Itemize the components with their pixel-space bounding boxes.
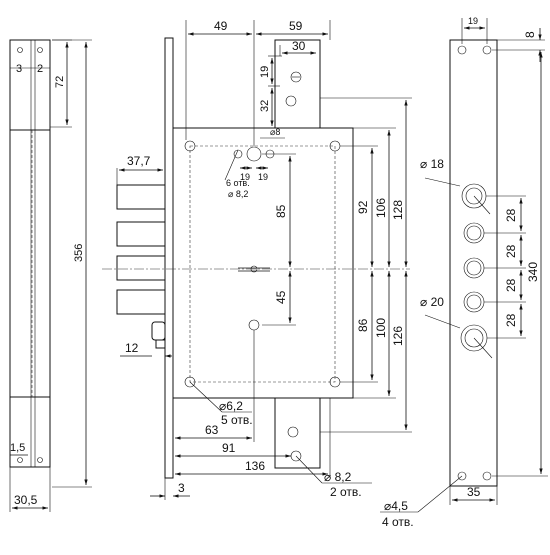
dim-28-2: 28 <box>504 244 518 258</box>
dim-45: 45 <box>274 290 288 304</box>
dim-100: 100 <box>374 318 388 338</box>
fixing-frame <box>189 145 336 383</box>
dim-19-strike: 19 <box>468 16 478 26</box>
dim-128: 128 <box>391 200 405 220</box>
dim-8-2-bottom: ⌀ 8,2 <box>324 470 352 484</box>
dim-4-holes: 4 отв. <box>382 515 414 529</box>
bolt-3 <box>116 255 166 281</box>
dim-5-holes: 5 отв. <box>221 413 253 427</box>
dim-2-holes: 2 отв. <box>330 485 362 499</box>
dim-19-a: 19 <box>240 172 250 182</box>
dim-28-3: 28 <box>504 278 518 292</box>
bolt-4 <box>116 289 166 315</box>
dim-91: 91 <box>222 441 236 455</box>
bottom-tab-hole-1 <box>287 426 299 438</box>
dim-37-7: 37,7 <box>127 154 151 168</box>
dim-8-2-hole: ⌀ 8,2 <box>228 189 248 199</box>
dim-72: 72 <box>54 76 66 88</box>
strike-plate <box>449 39 498 487</box>
dim-32: 32 <box>259 100 271 112</box>
dim-85: 85 <box>274 204 288 218</box>
dim-3-bottom: 3 <box>178 481 185 495</box>
corner-hole-tl <box>184 140 196 152</box>
dim-12: 12 <box>125 341 139 355</box>
side-top-hole-left <box>17 47 23 53</box>
lock-body-side <box>9 129 51 398</box>
dim-30: 30 <box>292 39 306 53</box>
side-view: 3 2 72 356 1,5 30,5 <box>9 39 92 512</box>
strike-plate-view: 19 8 ⌀ 18 ⌀ 20 28 28 28 28 340 <box>380 16 548 529</box>
dim-106: 106 <box>374 198 388 218</box>
dim-20: ⌀ 20 <box>420 295 444 309</box>
dim-92: 92 <box>356 200 370 214</box>
dim-126: 126 <box>391 326 405 346</box>
dim-35: 35 <box>467 485 481 499</box>
dim-86: 86 <box>356 318 370 332</box>
dim-3-side: 3 <box>16 63 22 75</box>
faceplate-front <box>164 37 174 479</box>
top-tab-hole-2 <box>285 95 297 107</box>
strike-hole-bl <box>457 471 467 481</box>
front-view: 49 59 30 19 32 ⌀8 19 19 6 отв. ⌀ 8,2 37,… <box>102 19 412 500</box>
latch-small <box>155 339 166 349</box>
bolt-1 <box>116 184 166 210</box>
bolt-2 <box>116 221 166 247</box>
dim-19-top: 19 <box>259 66 271 78</box>
dim-28-4: 28 <box>504 313 518 327</box>
dim-4-5: ⌀4,5 <box>384 499 408 513</box>
dim-340: 340 <box>526 262 540 282</box>
dim-1-5: 1,5 <box>10 442 25 454</box>
lock-case <box>172 127 354 399</box>
dim-6-2: ⌀6,2 <box>219 399 243 413</box>
side-bottom-hole-left <box>17 457 23 463</box>
dim-6-holes: 6 отв. <box>226 178 250 188</box>
dim-136: 136 <box>245 459 265 473</box>
dim-356: 356 <box>73 244 85 262</box>
dim-49: 49 <box>214 19 228 33</box>
strike-hole-tr <box>482 45 492 55</box>
dim-8-hole: ⌀8 <box>270 127 280 137</box>
dim-28-1: 28 <box>504 208 518 222</box>
dim-18: ⌀ 18 <box>420 157 444 171</box>
corner-hole-bl <box>184 376 196 388</box>
strike-hole-br <box>482 471 492 481</box>
dim-63: 63 <box>205 423 219 437</box>
dim-2-side: 2 <box>37 63 43 75</box>
dim-8-strike: 8 <box>523 31 537 38</box>
dim-30-5: 30,5 <box>14 493 38 507</box>
cylinder-hole <box>246 146 262 162</box>
dim-59: 59 <box>289 19 303 33</box>
dim-19-b: 19 <box>258 172 268 182</box>
top-tab-hole-1 <box>290 71 302 83</box>
latch <box>151 321 166 341</box>
strike-hole-tl <box>457 45 467 55</box>
side-top-hole-right <box>37 47 43 53</box>
side-bottom-hole-right <box>37 457 43 463</box>
